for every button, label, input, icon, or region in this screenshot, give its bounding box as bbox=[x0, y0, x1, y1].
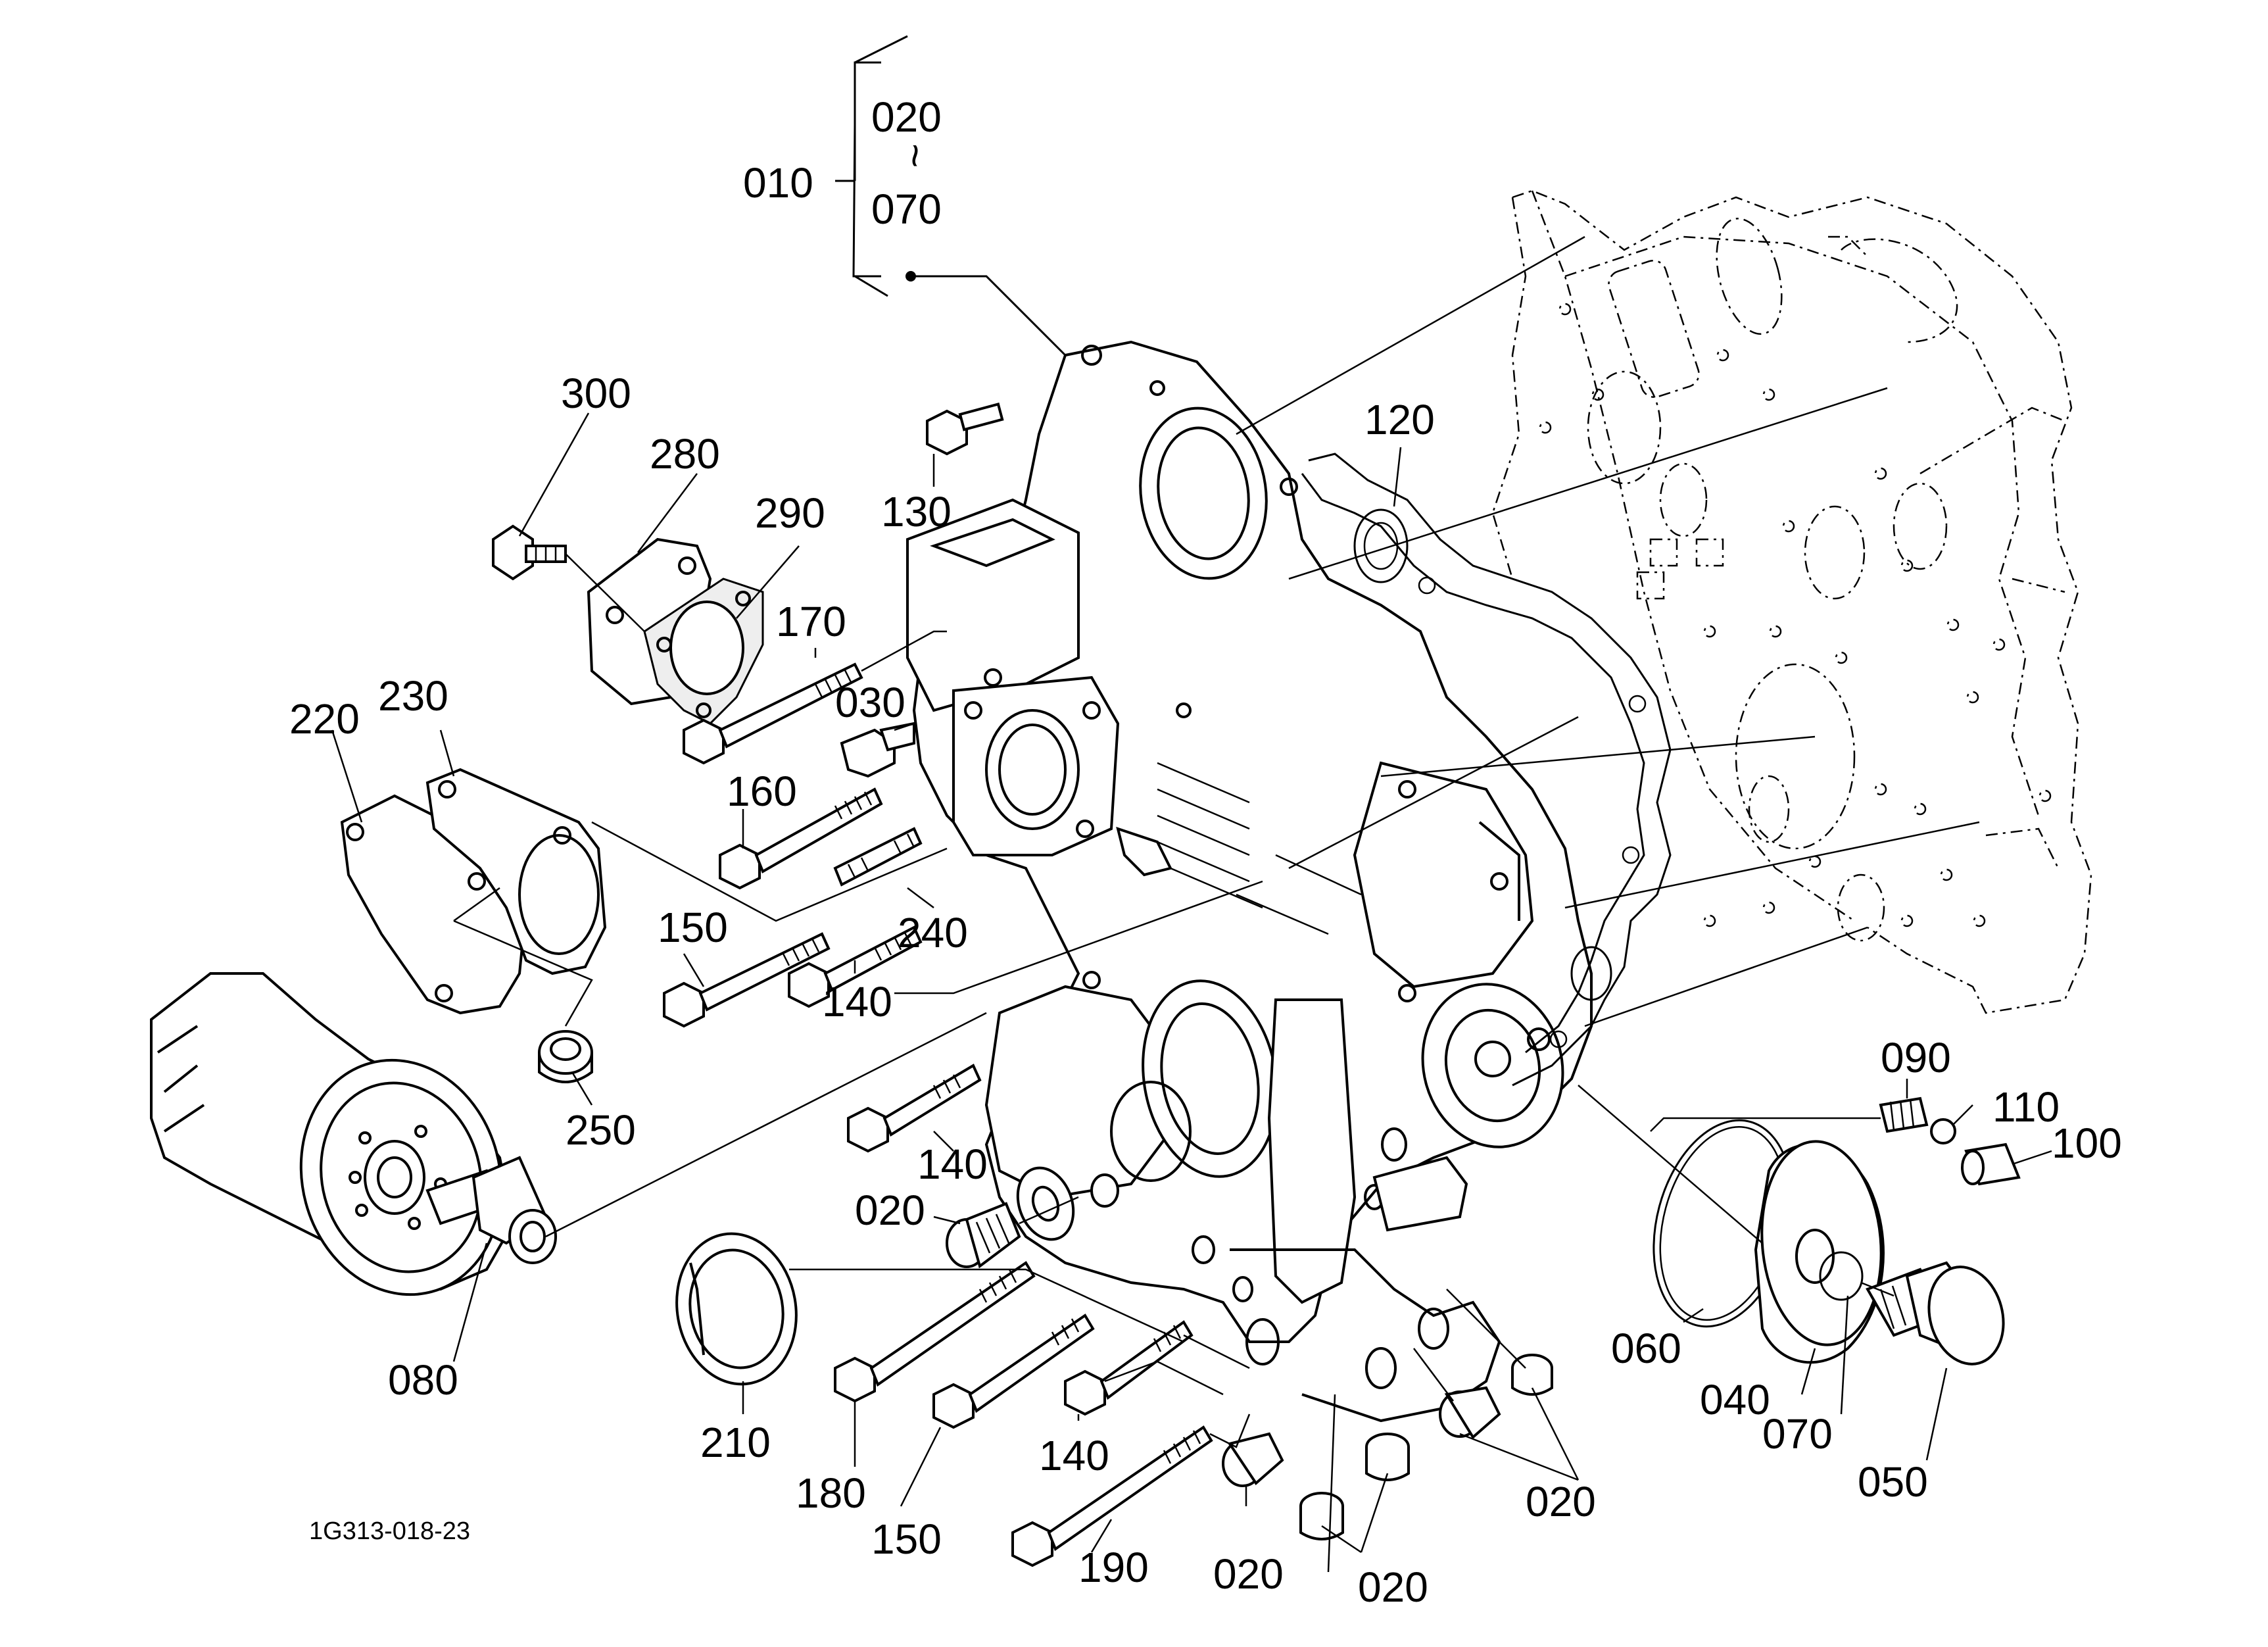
callout-180: 180 bbox=[796, 1469, 866, 1517]
callout-020-b: 020 bbox=[1213, 1550, 1284, 1598]
group-label-010: 010 bbox=[743, 159, 813, 207]
callout-110: 110 bbox=[1992, 1083, 2060, 1131]
callout-300: 300 bbox=[561, 370, 631, 417]
leader-lines bbox=[331, 35, 2052, 1573]
callout-150-lower: 150 bbox=[871, 1515, 942, 1563]
bolt-140-middle bbox=[847, 1064, 982, 1153]
group-range-tilde: ~ bbox=[892, 143, 939, 168]
bolt-300 bbox=[492, 524, 567, 581]
callout-020-a: 020 bbox=[855, 1187, 925, 1234]
ball-110 bbox=[1930, 1118, 1956, 1144]
callout-150-upper: 150 bbox=[658, 904, 728, 951]
bolt-140-upper bbox=[788, 925, 923, 1008]
callout-190: 190 bbox=[1078, 1544, 1149, 1591]
bolt-160 bbox=[719, 787, 883, 890]
callout-090: 090 bbox=[1881, 1034, 1951, 1081]
oil-filter bbox=[150, 972, 515, 1296]
spring-090 bbox=[1879, 1096, 1929, 1133]
callout-080: 080 bbox=[388, 1356, 458, 1404]
cover-040 bbox=[1754, 1140, 1885, 1364]
callout-220: 220 bbox=[289, 695, 360, 743]
nipple-080 bbox=[425, 1156, 557, 1264]
callout-labels: 010 020 ~ 070 300 280 290 170 030 130 12… bbox=[289, 93, 2122, 1611]
valve-100 bbox=[1961, 1143, 2021, 1186]
callout-100: 100 bbox=[2052, 1119, 2122, 1167]
plug-020-a bbox=[946, 1202, 1021, 1269]
bolt-150-lower bbox=[932, 1314, 1095, 1429]
callout-020-c: 020 bbox=[1358, 1563, 1428, 1611]
callout-290: 290 bbox=[755, 489, 825, 537]
plug-020-b bbox=[1222, 1432, 1284, 1487]
stud-240 bbox=[833, 827, 923, 887]
bushing-250 bbox=[538, 1030, 593, 1083]
callout-130: 130 bbox=[881, 488, 952, 535]
plug-020-d1 bbox=[1439, 1386, 1501, 1440]
bolt-140-lower bbox=[1064, 1320, 1194, 1416]
gasket-290 bbox=[643, 578, 764, 725]
bolt-130 bbox=[926, 403, 1004, 456]
callout-240: 240 bbox=[898, 909, 968, 956]
pin-030 bbox=[840, 722, 915, 778]
oil-seal-210 bbox=[675, 1232, 798, 1386]
callout-170: 170 bbox=[776, 598, 846, 645]
group-range-end: 070 bbox=[871, 185, 942, 233]
callout-140-upper: 140 bbox=[822, 978, 892, 1025]
bolt-150-upper bbox=[663, 932, 831, 1028]
callout-040: 040 bbox=[1700, 1376, 1770, 1423]
callout-060: 060 bbox=[1611, 1325, 1681, 1372]
plug-020-d2 bbox=[1511, 1354, 1553, 1396]
callout-140-middle: 140 bbox=[917, 1141, 988, 1188]
bolt-190 bbox=[1011, 1425, 1213, 1567]
callout-210: 210 bbox=[700, 1419, 771, 1466]
callout-020-d: 020 bbox=[1526, 1478, 1596, 1525]
callout-250: 250 bbox=[566, 1106, 636, 1154]
callout-160: 160 bbox=[727, 768, 797, 815]
callout-140-lower: 140 bbox=[1039, 1432, 1109, 1479]
bolt-170 bbox=[683, 662, 863, 765]
callout-230: 230 bbox=[378, 672, 448, 720]
plug-020-c1 bbox=[1299, 1492, 1344, 1540]
callout-120: 120 bbox=[1364, 396, 1435, 443]
callout-030: 030 bbox=[835, 679, 905, 726]
bolt-180 bbox=[834, 1261, 1036, 1403]
callout-070: 070 bbox=[1762, 1410, 1833, 1458]
plug-050 bbox=[1866, 1261, 2005, 1365]
plug-020-c2 bbox=[1365, 1433, 1410, 1481]
callout-050: 050 bbox=[1858, 1458, 1928, 1506]
engine-block-outline bbox=[1491, 189, 2092, 1014]
callout-280: 280 bbox=[650, 430, 720, 478]
gear-case-gasket bbox=[1301, 453, 1672, 1087]
o-ring-070 bbox=[1819, 1251, 1864, 1301]
figure-id: 1G313-018-23 bbox=[309, 1517, 470, 1545]
group-range-start: 020 bbox=[871, 93, 942, 141]
gear-case bbox=[906, 340, 1593, 1423]
